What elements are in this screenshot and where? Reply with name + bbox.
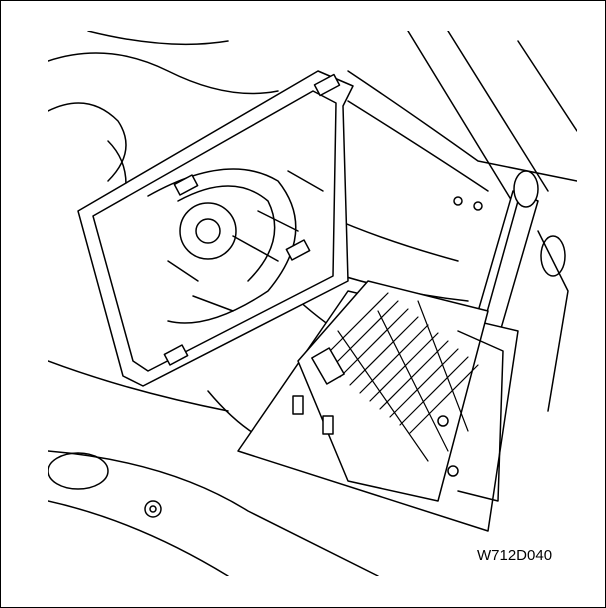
- fuse-box-body: [237, 280, 519, 532]
- engine-compartment-illustration: [48, 31, 577, 576]
- fuse-box-cover: [77, 70, 354, 387]
- figure-code-label: W712D040: [475, 547, 555, 564]
